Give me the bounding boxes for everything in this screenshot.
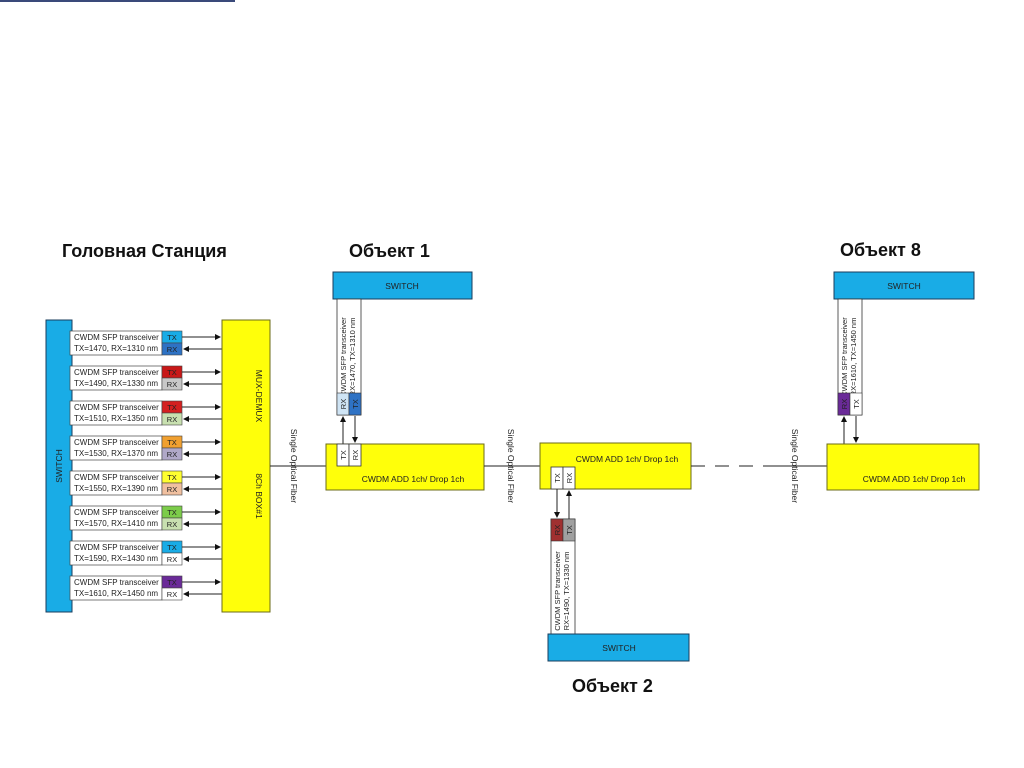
transceiver-6-spec: TX=1570, RX=1410 nm [74, 519, 158, 528]
object2-port-tx [562, 518, 576, 542]
object2-switch-label: SWITCH [602, 643, 636, 653]
transceiver-4-port-bottom [161, 447, 183, 461]
transceiver-8-port-top-label: TX [167, 578, 177, 587]
transceiver-4-port-top-label: TX [167, 438, 177, 447]
object8-title: Объект 8 [840, 240, 921, 260]
object2-add-drop: CWDM ADD 1ch/ Drop 1ch TX RX [539, 442, 692, 490]
mux-demux: MUX-DEMUX 8Ch BOX#1 [221, 319, 271, 613]
transceiver-1-port-top-label: TX [167, 333, 177, 342]
transceiver-8-name: CWDM SFP transceiver [74, 578, 159, 587]
object1-switch: SWITCH [332, 271, 473, 300]
transceiver-3-name: CWDM SFP transceiver [74, 403, 159, 412]
object8-sfp: CWDM SFP transceiver RX=1610, TX=1450 nm… [837, 298, 863, 416]
transceiver-1-port-bottom-label: RX [167, 345, 177, 354]
transceiver-1-port-bottom [161, 342, 183, 356]
transceiver-2-spec: TX=1490, RX=1330 nm [74, 379, 158, 388]
transceiver-3-spec: TX=1510, RX=1350 nm [74, 414, 158, 423]
object2-add-drop-label: CWDM ADD 1ch/ Drop 1ch [576, 454, 679, 464]
transceiver-1-name: CWDM SFP transceiver [74, 333, 159, 342]
svg-text:RX: RX [565, 473, 574, 483]
object8-switch: SWITCH [833, 271, 975, 300]
transceiver-2-port-bottom-label: RX [167, 380, 177, 389]
object2-sfp: RX TX CWDM SFP transceiver RX=1490, TX=1… [550, 518, 576, 635]
fiber-label-2: Single Optical Fiber [506, 429, 516, 503]
transceiver-5-port-top-label: TX [167, 473, 177, 482]
svg-text:RX: RX [840, 399, 849, 409]
svg-text:TX: TX [553, 473, 562, 483]
svg-text:TX: TX [852, 399, 861, 409]
object2-sfp-spec: RX=1490, TX=1330 nm [562, 552, 571, 631]
transceiver-2-name: CWDM SFP transceiver [74, 368, 159, 377]
transceiver-7-port-bottom-label: RX [167, 555, 177, 564]
headend-switch: SWITCH [45, 319, 73, 613]
object8-port-tx [849, 392, 863, 416]
fiber-label-8: Single Optical Fiber [790, 429, 800, 503]
transceiver-7-name: CWDM SFP transceiver [74, 543, 159, 552]
transceiver-6 [69, 505, 163, 531]
transceiver-8-port-bottom-label: RX [167, 590, 177, 599]
object2-title: Объект 2 [572, 676, 653, 696]
svg-text:TX: TX [339, 450, 348, 460]
transceiver-8 [69, 575, 163, 601]
object1-port-tx [348, 392, 362, 416]
object1-sfp-name: CWDM SFP transceiver [339, 317, 348, 397]
transceiver-6-port-bottom [161, 517, 183, 531]
object8-switch-label: SWITCH [887, 281, 921, 291]
object1-add-drop-label: CWDM ADD 1ch/ Drop 1ch [362, 474, 465, 484]
transceiver-2-port-bottom [161, 377, 183, 391]
transceiver-5 [69, 470, 163, 496]
object8-sfp-name: CWDM SFP transceiver [840, 317, 849, 397]
transceiver-7 [69, 540, 163, 566]
transceiver-2 [69, 365, 163, 391]
svg-text:RX: RX [339, 399, 348, 409]
svg-text:TX: TX [351, 399, 360, 409]
transceiver-3-port-bottom [161, 412, 183, 426]
svg-text:RX: RX [351, 450, 360, 460]
transceiver-6-name: CWDM SFP transceiver [74, 508, 159, 517]
transceiver-6-port-bottom-label: RX [167, 520, 177, 529]
object8-add-drop-label: CWDM ADD 1ch/ Drop 1ch [863, 474, 966, 484]
object1-sfp: CWDM SFP transceiver RX=1470, TX=1310 nm… [336, 298, 362, 416]
transceiver-4-name: CWDM SFP transceiver [74, 438, 159, 447]
transceiver-1 [69, 330, 163, 356]
headend-switch-label: SWITCH [54, 449, 64, 483]
transceiver-7-port-bottom [161, 552, 183, 566]
headend-title: Головная Станция [62, 241, 227, 261]
transceiver-1-spec: TX=1470, RX=1310 nm [74, 344, 158, 353]
object1-switch-label: SWITCH [385, 281, 419, 291]
transceiver-5-port-bottom [161, 482, 183, 496]
object8-sfp-spec: RX=1610, TX=1450 nm [849, 318, 858, 397]
object2-switch: SWITCH [547, 633, 690, 662]
svg-text:TX: TX [565, 525, 574, 535]
transceiver-3-port-bottom-label: RX [167, 415, 177, 424]
object1-sfp-spec: RX=1470, TX=1310 nm [348, 318, 357, 397]
transceiver-2-port-top-label: TX [167, 368, 177, 377]
transceiver-6-port-top-label: TX [167, 508, 177, 517]
transceiver-5-spec: TX=1550, RX=1390 nm [74, 484, 158, 493]
transceiver-3-port-top-label: TX [167, 403, 177, 412]
transceiver-5-port-bottom-label: RX [167, 485, 177, 494]
object1-title: Объект 1 [349, 241, 430, 261]
mux-label: MUX-DEMUX [254, 370, 264, 423]
svg-text:RX: RX [553, 525, 562, 535]
object8-add-drop: CWDM ADD 1ch/ Drop 1ch [826, 443, 980, 491]
transceiver-8-port-bottom [161, 587, 183, 601]
transceiver-8-spec: TX=1610, RX=1450 nm [74, 589, 158, 598]
transceiver-7-port-top-label: TX [167, 543, 177, 552]
transceiver-5-name: CWDM SFP transceiver [74, 473, 159, 482]
object1-add-drop: TX RX CWDM ADD 1ch/ Drop 1ch [325, 443, 485, 491]
fiber-label-1: Single Optical Fiber [289, 429, 299, 503]
transceiver-4-spec: TX=1530, RX=1370 nm [74, 449, 158, 458]
object2-ad-rx [562, 466, 576, 490]
transceiver-4 [69, 435, 163, 461]
object1-ad-rx [348, 443, 362, 467]
mux-box-label: 8Ch BOX#1 [254, 473, 264, 519]
transceiver-4-port-bottom-label: RX [167, 450, 177, 459]
transceiver-7-spec: TX=1590, RX=1430 nm [74, 554, 158, 563]
object2-sfp-name: CWDM SFP transceiver [553, 551, 562, 631]
